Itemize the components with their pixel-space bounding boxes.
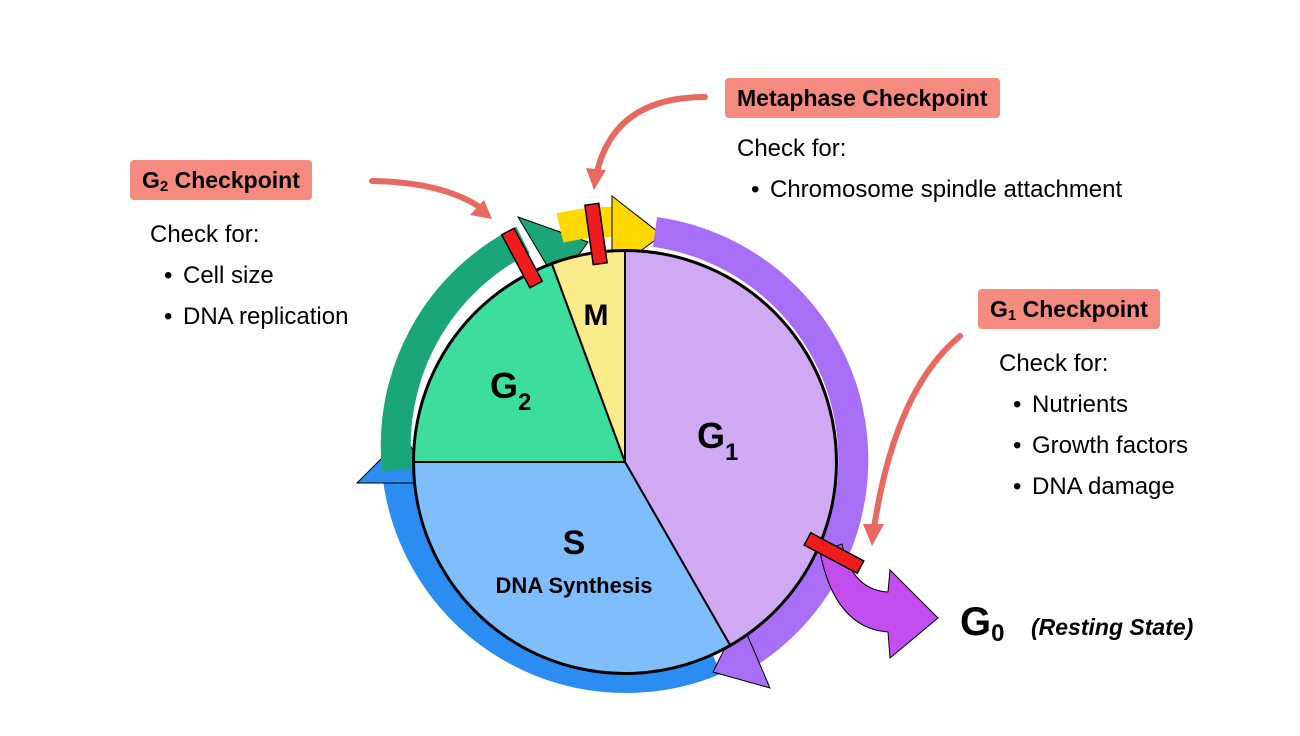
metaphase-pointer-arrow (594, 94, 708, 175)
s-phase-sector (412, 461, 732, 674)
metaphase-checkpoint-notes: Check for: Chromosome spindle attachment (737, 128, 1122, 210)
metaphase-checkpoint-label: Metaphase Checkpoint (725, 78, 1000, 118)
metaphase-checkpoint-bar (584, 202, 608, 266)
g1-check-item: Growth factors (1013, 425, 1188, 466)
g1-checkpoint-bar (803, 531, 865, 575)
m-phase-sector (550, 249, 626, 463)
g1-phase-label: G1 (697, 415, 738, 466)
metaphase-check-for-heading: Check for: (737, 135, 847, 162)
g2-checkpoint-bar (500, 227, 544, 289)
g1-check-item: DNA damage (1013, 466, 1188, 507)
g1-pointer-arrowhead (863, 524, 884, 546)
g2-checkpoint-notes: Check for: Cell size DNA replication (150, 214, 348, 337)
g2-pointer-arrowhead (470, 200, 492, 219)
s-phase-description: DNA Synthesis (496, 573, 653, 598)
m-phase-label: M (584, 299, 609, 332)
g2-pointer-arrow (369, 178, 481, 209)
g2-phase-label: G2 (490, 365, 531, 416)
g1-phase-arc (652, 217, 869, 668)
s-phase-label: S (563, 524, 586, 562)
s-phase-arc (382, 468, 721, 693)
g1-pointer-arrow (871, 333, 963, 531)
g2-check-for-heading: Check for: (150, 221, 260, 248)
metaphase-pointer-arrowhead (586, 168, 606, 190)
g2-phase-arc (380, 226, 530, 472)
g1-checkpoint-label: G1 Checkpoint (978, 289, 1160, 329)
g0-description: (Resting State) (1031, 614, 1194, 640)
g1-check-item: Nutrients (1013, 384, 1188, 425)
g1-check-for-heading: Check for: (999, 350, 1109, 377)
g2-check-item: DNA replication (164, 296, 348, 337)
g1-phase-sector (624, 249, 837, 647)
g1-checkpoint-notes: Check for: Nutrients Growth factors DNA … (999, 343, 1188, 507)
g2-checkpoint-label: G2 Checkpoint (130, 160, 312, 200)
g0-label: G0 (960, 600, 1005, 647)
metaphase-check-item: Chromosome spindle attachment (751, 169, 1122, 210)
g2-check-item: Cell size (164, 255, 348, 296)
